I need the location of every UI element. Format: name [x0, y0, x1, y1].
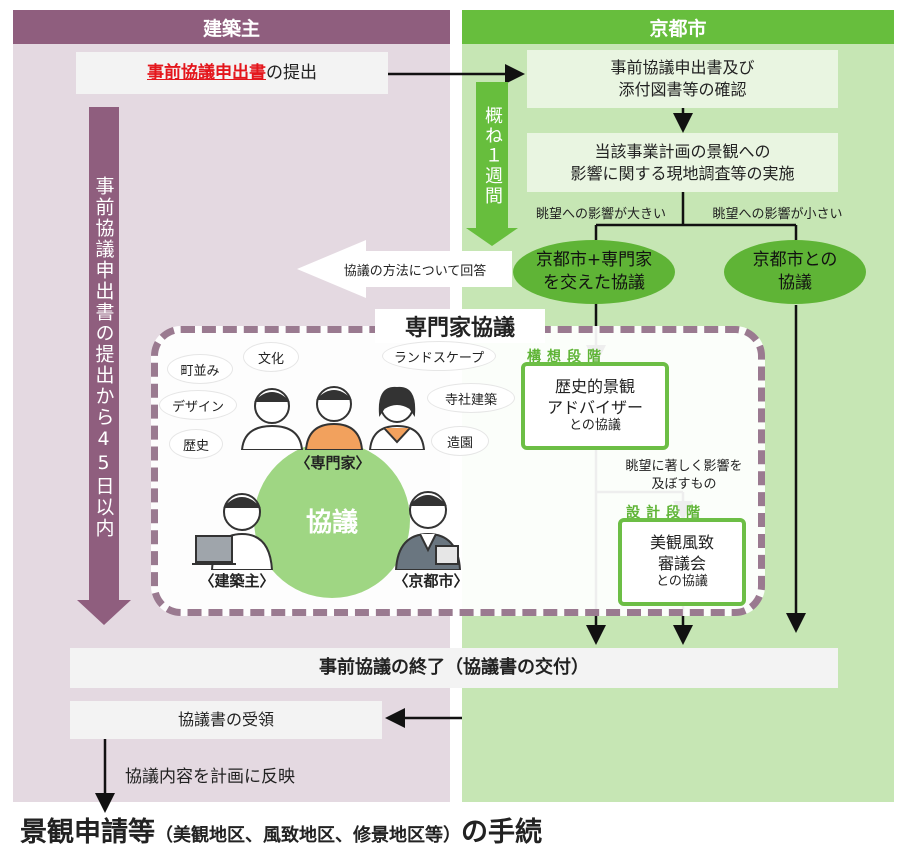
topic-history: 歴史	[170, 430, 222, 458]
consultation-end-box: 事前協議の終了（協議書の交付）	[70, 648, 838, 688]
consultation-circle: 協議	[254, 442, 410, 598]
city-role-label: 〈京都市〉	[393, 572, 469, 590]
confirm-box: 事前協議申出書及び 添付図書等の確認	[527, 50, 838, 108]
advisor-consultation-box: 歴史的景観 アドバイザー との協議	[521, 362, 669, 450]
topic-design: デザイン	[160, 391, 236, 419]
topic-landscape: ランドスケープ	[383, 342, 495, 370]
owner-role-label: 〈建築主〉	[199, 572, 275, 590]
expert-person-2	[304, 386, 364, 450]
application-form-highlight: 事前協議申出書	[147, 62, 266, 83]
title-main-b: の手続	[461, 817, 542, 848]
city-ellipse-line-2: 協議	[778, 273, 812, 293]
week-vertical-label: 概ね１週間	[482, 106, 503, 206]
city-staff-illustration	[394, 491, 462, 570]
advisor-line-2: アドバイザー	[546, 397, 643, 417]
council-sub: との協議	[656, 574, 708, 590]
survey-line-1: 当該事業計画の景観への	[594, 141, 771, 161]
topic-townscape: 町並み	[168, 355, 232, 383]
confirm-line-2: 添付図書等の確認	[618, 80, 747, 99]
city-consultation-ellipse: 京都市との 協議	[724, 240, 866, 304]
receive-box: 協議書の受領	[70, 701, 382, 739]
branch-small-label: 眺望への影響が小さい	[712, 207, 843, 222]
council-line-1: 美観風致	[649, 532, 714, 552]
builder-header: 建築主	[13, 10, 450, 44]
expert-panel-title: 専門家協議	[375, 309, 545, 343]
expert-person-3	[368, 386, 426, 450]
branch-large-label: 眺望への影響が大きい	[535, 207, 666, 222]
submission-text: の提出	[266, 62, 317, 83]
survey-line-2: 影響に関する現地調査等の実施	[570, 163, 795, 183]
expert-consultation-ellipse: 京都市+専門家 を交えた協議	[513, 240, 675, 304]
experts-illustration	[240, 386, 426, 450]
title-main-a: 景観申請等	[20, 817, 155, 848]
council-consultation-box: 美観風致 審議会 との協議	[618, 518, 746, 606]
concept-stage-label: 構想段階	[527, 349, 607, 365]
expert-ellipse-line-2: を交えた協議	[543, 273, 645, 293]
deadline-vertical-label: 事前協議申出書の提出から45日以内	[92, 175, 115, 539]
submission-box: 事前協議申出書の提出	[76, 52, 388, 94]
topic-culture: 文化	[244, 343, 298, 371]
advisor-sub: との協議	[569, 418, 621, 434]
significant-line-1: 眺望に著しく影響を	[625, 459, 743, 474]
advisor-line-1: 歴史的景観	[554, 376, 635, 396]
significant-line-2: 及ぼすもの	[651, 476, 717, 492]
survey-box: 当該事業計画の景観への 影響に関する現地調査等の実施	[527, 133, 838, 192]
city-header: 京都市	[462, 10, 894, 44]
procedure-title: 景観申請等（美観地区、風致地区、修景地区等）の手続	[20, 810, 542, 849]
expert-ellipse-line-1: 京都市+専門家	[535, 250, 653, 271]
significant-impact-label: 眺望に著しく影響を 及ぼすもの	[604, 458, 764, 493]
reflect-label: 協議内容を計画に反映	[125, 767, 295, 787]
topic-gardening: 造園	[432, 427, 488, 455]
expert-person-1	[240, 388, 304, 450]
topic-temple-architecture: 寺社建築	[428, 384, 514, 412]
expert-role-label: 〈専門家〉	[295, 454, 371, 472]
council-line-2: 審議会	[657, 553, 706, 573]
design-stage-label: 設計段階	[626, 505, 706, 521]
method-answer-label: 協議の方法について回答	[343, 264, 487, 279]
confirm-line-1: 事前協議申出書及び	[610, 58, 755, 78]
city-ellipse-line-1: 京都市との	[752, 250, 838, 271]
owner-illustration	[192, 493, 274, 570]
title-paren: （美観地区、風致地区、修景地区等）	[155, 825, 461, 846]
